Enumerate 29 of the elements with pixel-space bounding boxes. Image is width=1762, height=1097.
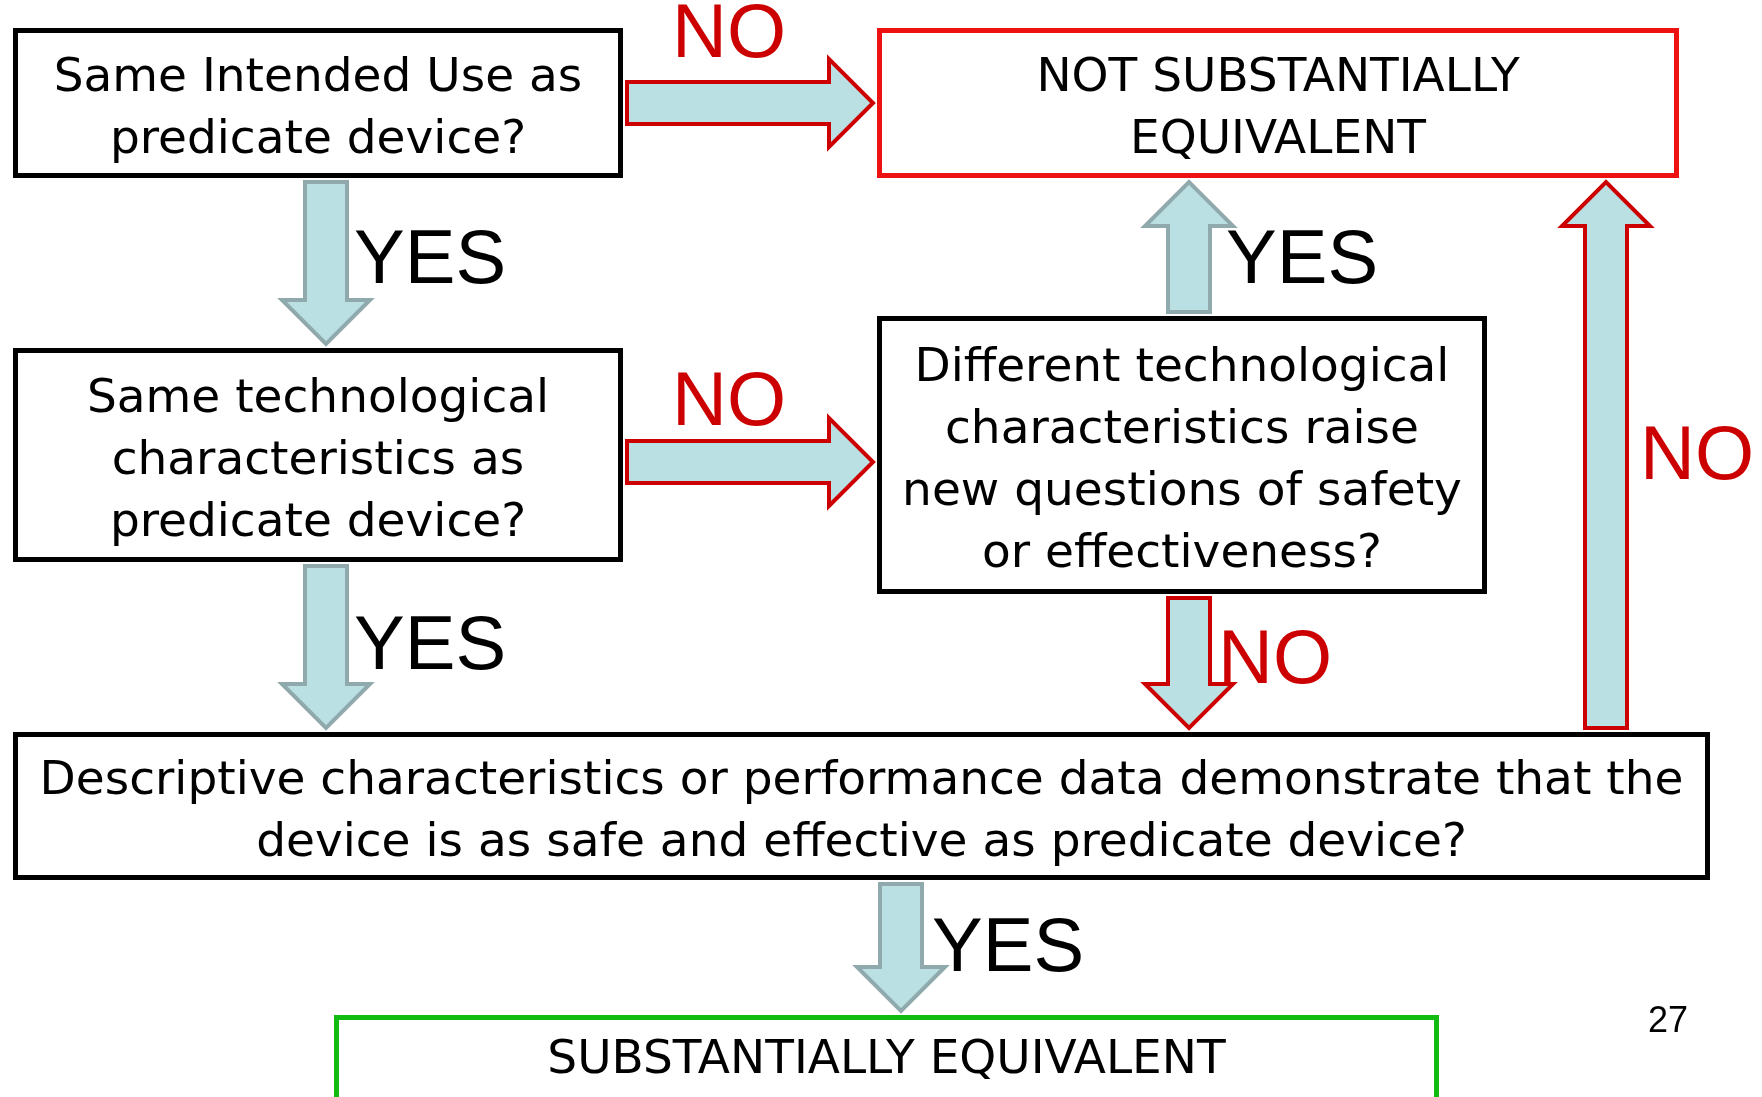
- box-text: Descriptive characteristics or performance data demonstrate that the device is as safe and effective as predicate device?: [38, 749, 1685, 869]
- block-arrow: [625, 413, 876, 511]
- block-arrow: [852, 882, 950, 1014]
- edge-label: NO: [1218, 613, 1332, 701]
- process-box: [877, 316, 1487, 594]
- edge-label: NO: [672, 355, 786, 443]
- block-arrow: [277, 180, 375, 347]
- box-text: NOT SUBSTANTIALLY EQUIVALENT: [1035, 46, 1521, 166]
- block-arrow: [1557, 179, 1655, 730]
- edge-label: YES: [354, 213, 507, 301]
- block-arrow: [1140, 596, 1238, 731]
- box-text: Same Intended Use as predicate device?: [52, 46, 584, 166]
- process-box: [877, 28, 1679, 178]
- process-box: [334, 1015, 1439, 1097]
- block-arrow: [1140, 179, 1238, 314]
- block-arrow: [277, 564, 375, 731]
- box-text: SUBSTANTIALLY EQUIVALENT: [547, 1028, 1226, 1086]
- block-arrow: [625, 54, 876, 152]
- process-box: [13, 28, 623, 178]
- edge-label: YES: [1226, 213, 1379, 301]
- edge-label: NO: [672, 0, 786, 75]
- process-box: [13, 732, 1710, 880]
- edge-label: NO: [1640, 409, 1754, 497]
- page-number: 27: [1648, 1000, 1689, 1040]
- box-text: Same technological characteristics as predicate device?: [85, 367, 551, 549]
- edge-label: YES: [354, 599, 507, 687]
- box-text: Different technological characteristics raise new questions of safety or effectiveness?: [901, 336, 1463, 580]
- edge-label: YES: [932, 901, 1085, 989]
- process-box: [13, 348, 623, 562]
